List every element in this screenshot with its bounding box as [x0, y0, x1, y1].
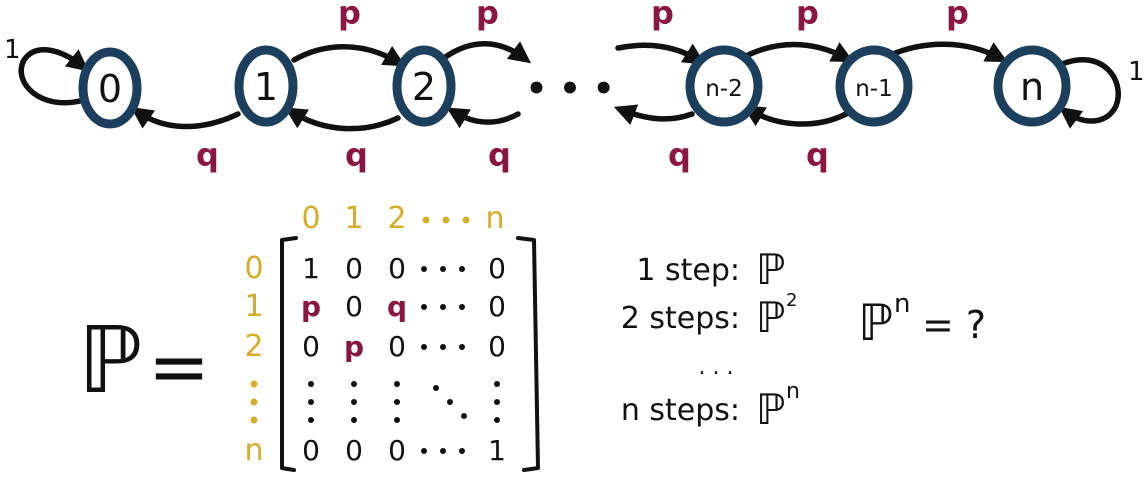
state-node-n-1: n-1 [835, 45, 913, 127]
matrix-cell-1-1: 0 [345, 290, 363, 323]
forward-edge-2-out [441, 41, 532, 64]
p-label-3: p [651, 0, 674, 32]
matrix-cell-1-2: q [387, 290, 407, 323]
chain-edges [18, 41, 1121, 132]
state-node-n: n [993, 45, 1071, 127]
column-header-n: n [485, 201, 504, 236]
p-label-5: p [946, 0, 969, 32]
matrix-left-bracket [280, 236, 298, 472]
matrix-cell-0-0: 1 [302, 252, 320, 285]
question-exponent: n [894, 289, 910, 319]
matrix-cell-0-1: 0 [345, 252, 363, 285]
matrix-row-ellipsis [421, 266, 465, 454]
column-header-0: 0 [301, 201, 320, 236]
step-1-value: ℙ [756, 245, 785, 294]
column-header-2: 2 [387, 201, 406, 236]
step-1-label: 1 step: [636, 253, 740, 288]
row-header-ellipsis [250, 380, 258, 424]
self-loop-n [1058, 56, 1121, 129]
matrix-cell-n-2: 0 [388, 434, 406, 467]
chain-ellipsis: • • • [526, 69, 615, 109]
step-2-label: 2 steps: [621, 301, 740, 336]
row-header-0: 0 [244, 251, 263, 286]
state-label-2: 2 [412, 65, 436, 109]
p-label-4: p [796, 0, 819, 32]
matrix-right-bracket [516, 236, 540, 472]
q-label-2: q [345, 136, 368, 174]
matrix-cell-n-1: 0 [345, 434, 363, 467]
matrix-symbol: ℙ [78, 307, 143, 414]
matrix-equals: = [148, 324, 210, 410]
backward-edge-n2-out [613, 104, 695, 126]
matrix-cell-2-n: 0 [488, 330, 506, 363]
power-question: ℙ n = ? [858, 289, 986, 352]
row-headers: 0 1 2 n [244, 251, 263, 468]
matrix-entries: 1 0 0 0 p 0 q 0 0 p 0 0 0 0 0 1 [301, 252, 506, 467]
forward-edge-in-n2 [615, 42, 706, 65]
step-n-value: ℙ [756, 385, 785, 434]
q-label-3: q [488, 136, 511, 174]
matrix-column-ellipsis [308, 381, 500, 423]
p-label-1: p [338, 0, 361, 32]
step-2-exponent: 2 [786, 290, 797, 311]
q-label-1: q [196, 136, 219, 174]
step-n-exponent: n [786, 379, 800, 404]
backward-edge-n1-n2 [742, 105, 849, 127]
question-base: ℙ [858, 294, 893, 352]
state-label-n: n [1020, 65, 1044, 109]
state-label-0: 0 [98, 67, 122, 111]
state-node-0: 0 [78, 47, 142, 129]
chain-labels: 1 1 p p p p p q q q q q [4, 0, 1144, 174]
matrix-equation: ℙ = 0 1 2 n 0 1 2 n 1 [78, 201, 540, 472]
row-header-2: 2 [244, 329, 263, 364]
self-loop-label-n: 1 [1128, 57, 1144, 87]
matrix-cell-n-n: 1 [488, 434, 506, 467]
q-label-4: q [668, 136, 691, 174]
backward-edge-1-0 [130, 106, 241, 130]
step-2-value: ℙ [756, 293, 785, 342]
matrix-cell-2-1: p [344, 330, 364, 363]
question-rest: = ? [922, 303, 986, 347]
state-label-1: 1 [254, 65, 278, 109]
state-node-2: 2 [392, 45, 456, 127]
self-loop-label-0: 1 [4, 35, 21, 65]
step-list: 1 step: ℙ 2 steps: ℙ 2 . . . n steps: ℙ … [621, 245, 800, 434]
column-header-1: 1 [344, 201, 363, 236]
row-header-1: 1 [244, 289, 263, 324]
forward-edge-n2-n1 [739, 41, 854, 63]
matrix-cell-0-n: 0 [488, 252, 506, 285]
forward-edge-1-2 [291, 44, 406, 67]
state-label-n-1: n-1 [855, 76, 893, 102]
step-n-label: n steps: [621, 393, 740, 428]
column-headers: 0 1 2 n [301, 201, 504, 236]
step-dots: . . . [699, 355, 734, 380]
backward-edge-2-1 [284, 107, 401, 132]
matrix-diagonal-ellipsis [433, 385, 467, 419]
column-header-ellipsis [422, 216, 470, 224]
matrix-cell-2-2: 0 [388, 330, 406, 363]
matrix-cell-2-0: 0 [302, 330, 320, 363]
forward-edge-n1-n [885, 41, 1008, 63]
state-label-n-2: n-2 [705, 76, 743, 102]
matrix-cell-1-n: 0 [488, 290, 506, 323]
matrix-cell-1-0: p [301, 290, 321, 323]
matrix-cell-n-0: 0 [302, 434, 320, 467]
state-node-1: 1 [234, 45, 298, 127]
row-header-n: n [244, 433, 263, 468]
backward-edge-in-2 [446, 107, 521, 129]
q-label-5: q [806, 136, 829, 174]
chain-nodes: 0 1 2 n-2 n-1 n • • • [78, 45, 1071, 129]
self-loop-0 [18, 47, 89, 106]
p-label-2: p [476, 0, 499, 32]
state-node-n-2: n-2 [685, 45, 763, 127]
matrix-cell-0-2: 0 [388, 252, 406, 285]
